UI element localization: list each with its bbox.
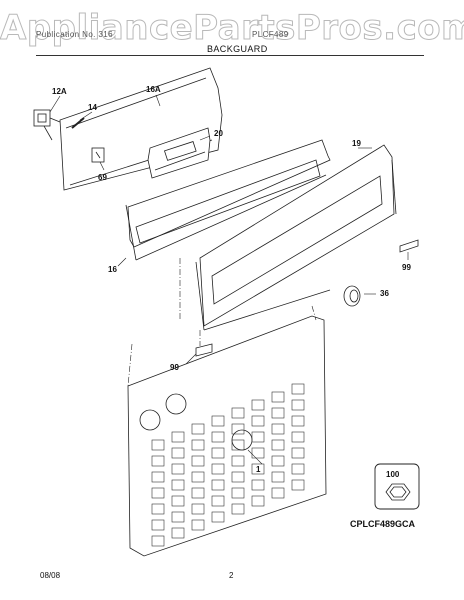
- part-100-gasket: [385, 483, 411, 501]
- part-16a-back-plate[interactable]: [59, 67, 223, 191]
- vent-slots: [151, 383, 305, 547]
- callout-14: 14: [88, 103, 97, 112]
- section-title: BACKGUARD: [207, 44, 268, 54]
- assembly-leaders: [127, 258, 317, 387]
- part-99-left-bracket[interactable]: [195, 343, 213, 357]
- callout-12a: 12A: [52, 87, 67, 96]
- part-16-console-frame[interactable]: [125, 139, 331, 261]
- part-69-clip[interactable]: [91, 147, 105, 163]
- part-99-right-bracket[interactable]: [399, 239, 419, 253]
- callout-1: 1: [256, 465, 261, 474]
- inset-part-number: 100: [386, 470, 400, 479]
- callout-36: 36: [380, 289, 389, 298]
- footer-date: 08/08: [40, 571, 61, 580]
- model-label: PLCF489: [252, 30, 289, 39]
- part-14-pin[interactable]: [71, 117, 85, 129]
- publication-label: Publication No. 316: [36, 30, 113, 39]
- part-100-inset[interactable]: 100: [374, 463, 420, 510]
- part-20-control-board[interactable]: [147, 127, 211, 179]
- footer-page-number: 2: [229, 571, 234, 580]
- callout-16: 16: [108, 265, 117, 274]
- part-36-knob[interactable]: [343, 285, 361, 307]
- part-12a-switch[interactable]: [33, 109, 61, 141]
- callout-99-right: 99: [402, 263, 411, 272]
- model-code: CPLCF489GCA: [350, 519, 416, 529]
- callout-19: 19: [352, 139, 361, 148]
- part-19-backguard-panel[interactable]: [195, 144, 397, 331]
- header-rule: [36, 55, 424, 56]
- callout-16a: 16A: [146, 85, 161, 94]
- callout-99-left: 99: [170, 363, 179, 372]
- callout-69: 69: [98, 173, 107, 182]
- callout-leaders: [49, 94, 409, 465]
- callout-20: 20: [214, 129, 223, 138]
